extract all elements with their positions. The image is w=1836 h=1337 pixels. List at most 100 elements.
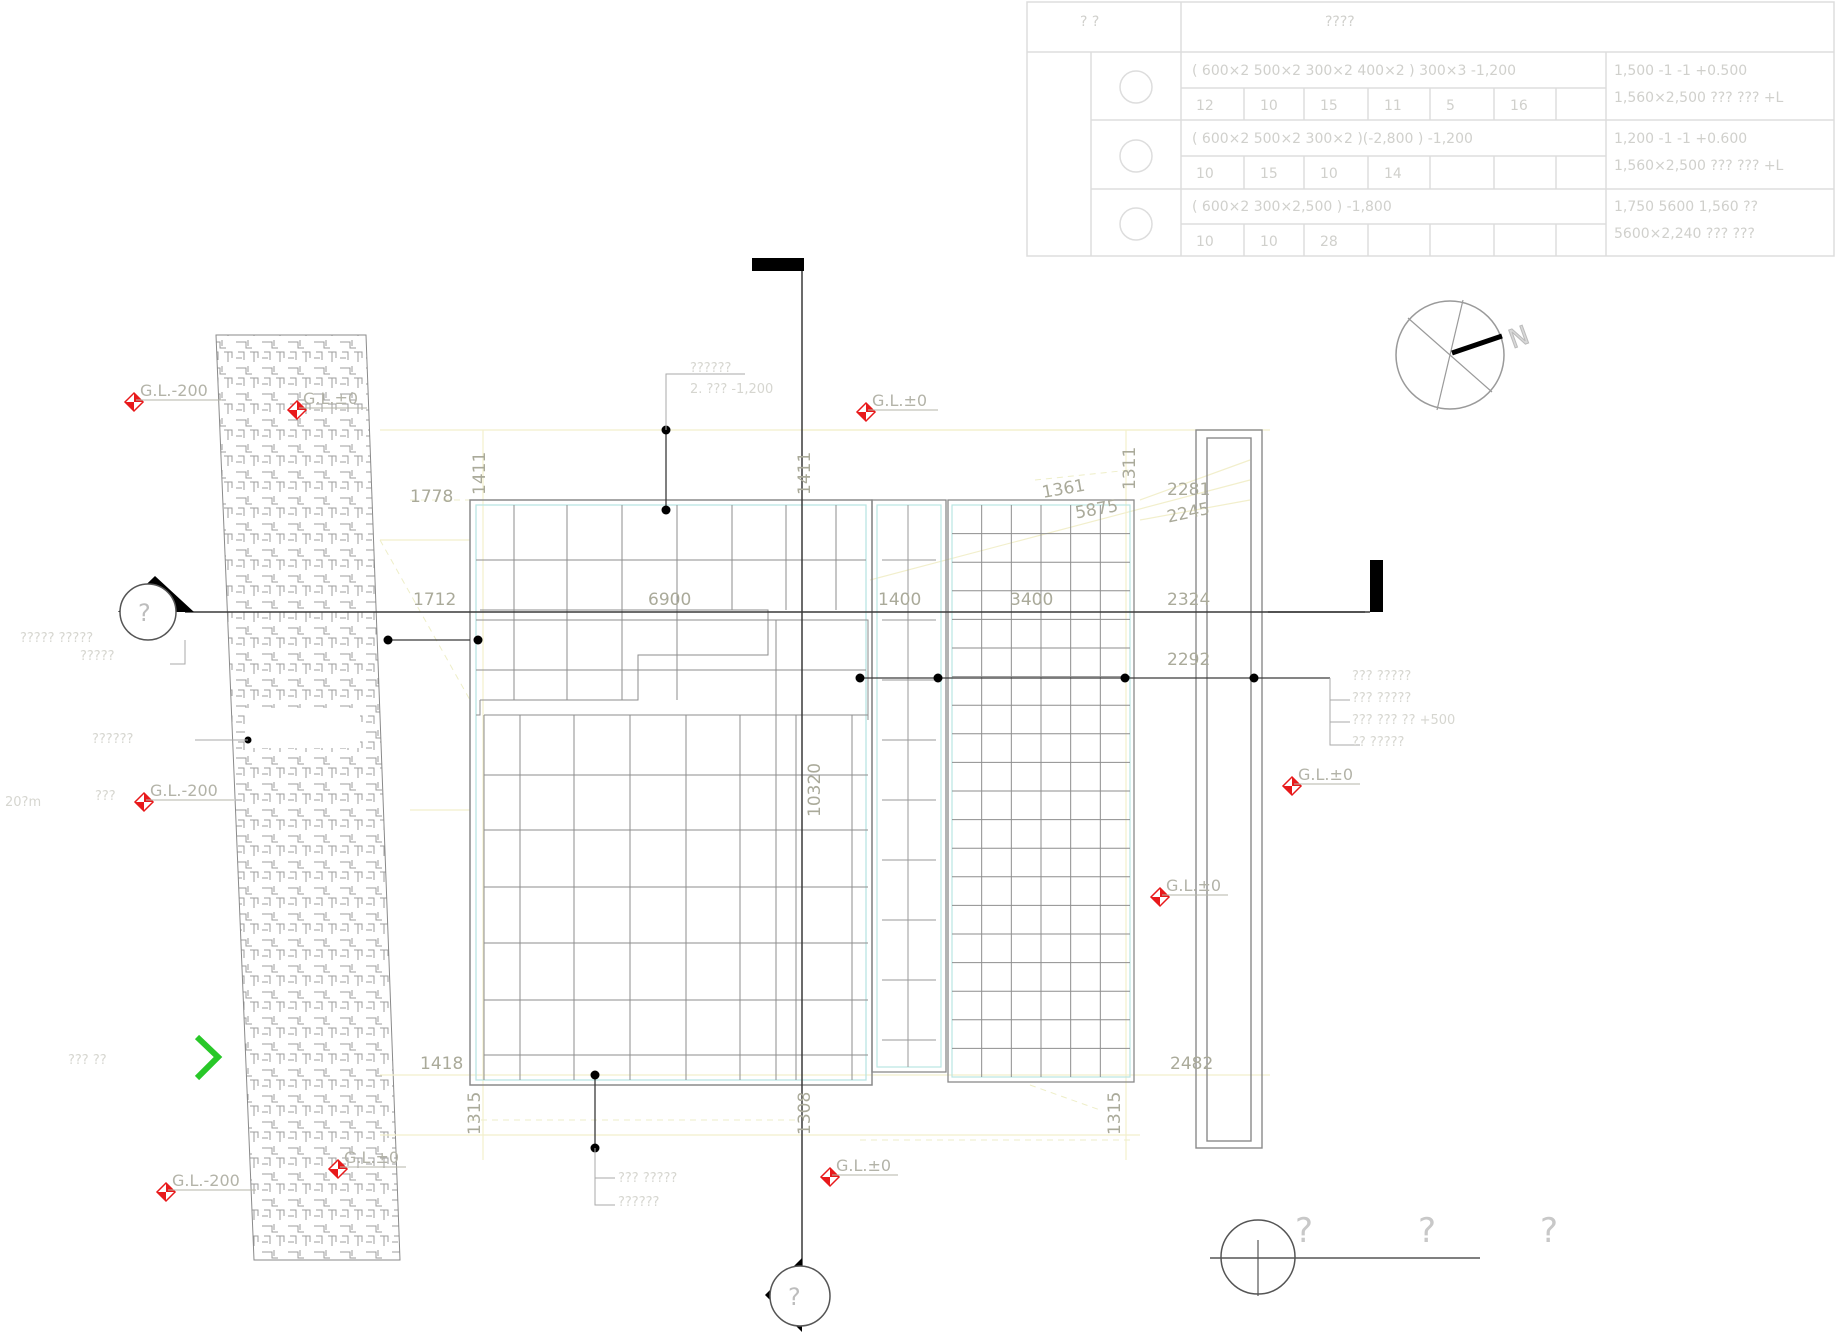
narrow-strip xyxy=(871,499,947,1073)
level-mark-3-text: G.L.±0 xyxy=(872,391,927,410)
level-marks: G.L.-200 G.L.±0 G.L.±0 G.L.-200 G.L.±0 xyxy=(123,381,1360,1203)
level-mark-2: G.L.±0 xyxy=(286,389,367,421)
level-mark-5: G.L.±0 xyxy=(1281,765,1360,797)
table-row1-c5: 5 xyxy=(1446,98,1455,114)
dim-10320: 10320 xyxy=(805,763,825,817)
table-row3-right1: 1,750 5600 1,560 ?? xyxy=(1614,199,1758,215)
dim-1315-right: 1315 xyxy=(1105,1092,1125,1135)
dim-2292: 2292 xyxy=(1167,650,1210,670)
note-top-2: 2. ??? -1,200 xyxy=(690,382,773,397)
dim-1311: 1311 xyxy=(1120,447,1140,490)
level-mark-8-text: G.L.±0 xyxy=(344,1148,399,1167)
note-left-3: 20?m xyxy=(5,795,41,810)
level-mark-2-text: G.L.±0 xyxy=(303,389,358,408)
table-row1-c2: 10 xyxy=(1260,98,1278,114)
level-mark-3: G.L.±0 xyxy=(855,391,938,423)
table-row3-c2: 10 xyxy=(1260,234,1278,250)
table-row2-right2: 1,560×2,500 ??? ??? +L xyxy=(1614,158,1784,174)
scale-q3: ? xyxy=(1540,1211,1558,1251)
section-left-label: ? xyxy=(138,599,151,627)
table-row1-c1: 12 xyxy=(1196,98,1214,114)
north-arrow: N xyxy=(1395,299,1534,411)
level-mark-7: G.L.-200 xyxy=(155,1171,256,1203)
dim-1411-mid: 1411 xyxy=(795,452,815,495)
note-right-2: ??? ????? xyxy=(1352,691,1411,706)
dimension-labels: 1411 1411 1311 1778 1712 6900 1400 3400 … xyxy=(410,447,1213,1135)
table-header-2: ???? xyxy=(1325,14,1355,30)
note-right-3: ??? ??? ?? +500 xyxy=(1352,713,1455,728)
dim-2245: 2245 xyxy=(1165,499,1211,528)
dim-1418: 1418 xyxy=(420,1054,463,1074)
note-top: ?????? xyxy=(690,361,731,376)
scale-q1: ? xyxy=(1295,1211,1313,1251)
level-mark-5-text: G.L.±0 xyxy=(1298,765,1353,784)
section-bottom-label: ? xyxy=(788,1283,801,1311)
right-grid-lines xyxy=(952,505,1130,1077)
note-right-1: ??? ????? xyxy=(1352,669,1411,684)
table-row3-c1: 10 xyxy=(1196,234,1214,250)
scale-q2: ? xyxy=(1418,1211,1436,1251)
leader-points xyxy=(244,425,1259,1153)
table-row1-right2: 1,560×2,500 ??? ??? +L xyxy=(1614,90,1784,106)
level-mark-1-text: G.L.-200 xyxy=(140,381,208,400)
section-marker-left: ? xyxy=(118,576,194,641)
note-left-1b: ????? xyxy=(80,649,115,664)
table-row2-line1: ( 600×2 500×2 300×2 )(-2,800 ) -1,200 xyxy=(1192,131,1473,147)
dim-1315-left: 1315 xyxy=(465,1092,485,1135)
note-right-4: ?? ????? xyxy=(1352,735,1404,750)
paving-strip xyxy=(215,334,401,1261)
section-bar-right xyxy=(1370,560,1383,612)
dim-1361: 1361 xyxy=(1041,476,1087,503)
table-row1-right1: 1,500 -1 -1 +0.500 xyxy=(1614,63,1747,79)
dim-6900: 6900 xyxy=(648,590,691,610)
dim-1712: 1712 xyxy=(413,590,456,610)
upper-grid xyxy=(476,505,866,716)
level-mark-9-text: G.L.±0 xyxy=(836,1156,891,1175)
table-row3-right2: 5600×2,240 ??? ??? xyxy=(1614,226,1755,242)
note-left-1: ????? ????? xyxy=(20,631,93,646)
scale-bar: ? ? ? xyxy=(1210,1211,1558,1296)
far-right-strip xyxy=(1195,429,1263,1149)
entrance-arrow-icon xyxy=(194,1034,223,1081)
dim-3400: 3400 xyxy=(1010,590,1053,610)
level-mark-7-text: G.L.-200 xyxy=(172,1171,240,1190)
note-left-4: ??? ?? xyxy=(68,1053,107,1068)
lower-grid xyxy=(483,619,869,1080)
table-row1-line1: ( 600×2 500×2 300×2 400×2 ) 300×3 -1,200 xyxy=(1192,63,1516,79)
level-mark-4: G.L.-200 xyxy=(133,781,234,813)
table-header-1: ? ? xyxy=(1080,14,1099,30)
note-bottom-2: ?????? xyxy=(618,1195,659,1210)
annotation-notes: ?????? 2. ??? -1,200 ????? ????? ????? ?… xyxy=(5,361,1455,1210)
table-row1-c6: 16 xyxy=(1510,98,1528,114)
north-letter: N xyxy=(1505,320,1534,355)
dim-2324: 2324 xyxy=(1167,590,1210,610)
note-bottom-1: ??? ????? xyxy=(618,1171,677,1186)
table-row2-right1: 1,200 -1 -1 +0.600 xyxy=(1614,131,1747,147)
table-row2-c1: 10 xyxy=(1196,166,1214,182)
note-left-3b: ??? xyxy=(95,789,116,804)
level-mark-9: G.L.±0 xyxy=(819,1156,898,1188)
note-left-2: ?????? xyxy=(92,732,133,747)
table-row3-line1: ( 600×2 300×2,500 ) -1,800 xyxy=(1192,199,1392,215)
table-row1-c4: 11 xyxy=(1384,98,1402,114)
table-row1-c3: 15 xyxy=(1320,98,1338,114)
dim-1411-left: 1411 xyxy=(470,452,490,495)
dim-1400: 1400 xyxy=(878,590,921,610)
dim-1308: 1308 xyxy=(795,1092,815,1135)
section-marker-bottom: ? xyxy=(765,1258,831,1332)
dim-2482: 2482 xyxy=(1170,1054,1213,1074)
level-mark-4-text: G.L.-200 xyxy=(150,781,218,800)
legend-table-text: ? ? ???? ( 600×2 500×2 300×2 400×2 ) 300… xyxy=(1080,14,1784,250)
table-row3-c3: 28 xyxy=(1320,234,1338,250)
leader-lines xyxy=(170,373,1360,1206)
level-mark-6-text: G.L.±0 xyxy=(1166,876,1221,895)
legend-table xyxy=(1026,1,1835,257)
level-mark-6: G.L.±0 xyxy=(1149,876,1228,908)
level-mark-8: G.L.±0 xyxy=(327,1148,406,1180)
dim-1778: 1778 xyxy=(410,487,453,507)
table-row2-c4: 14 xyxy=(1384,166,1402,182)
level-mark-1: G.L.-200 xyxy=(123,381,222,413)
dim-2281: 2281 xyxy=(1167,480,1210,500)
table-row2-c2: 15 xyxy=(1260,166,1278,182)
